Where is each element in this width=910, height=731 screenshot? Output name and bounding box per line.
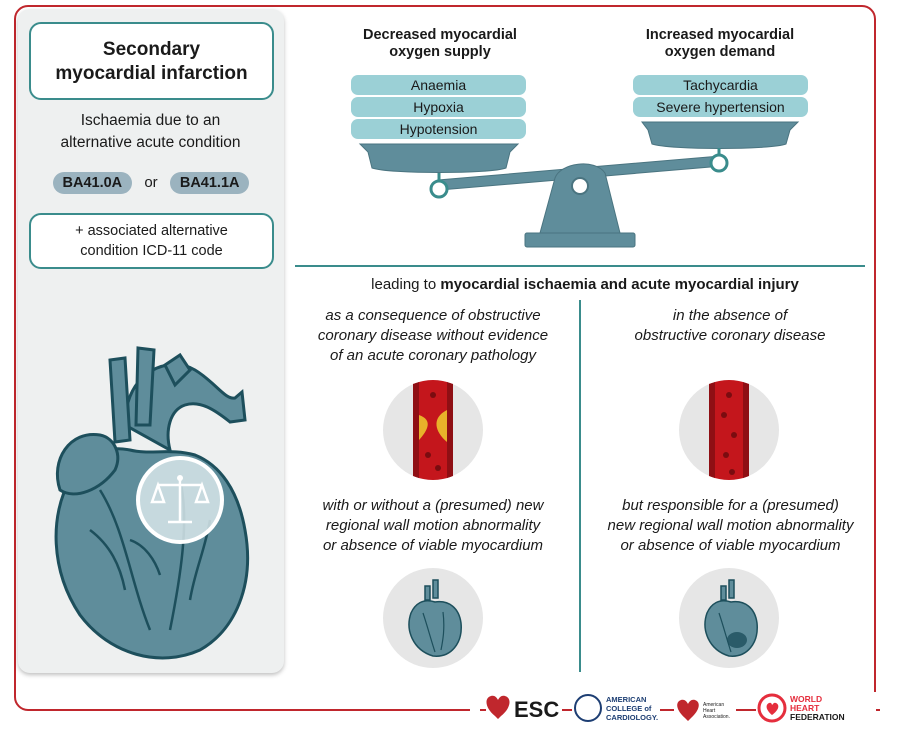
acc-line-3: CARDIOLOGY.	[606, 713, 658, 722]
non-obstructive-line-1: in the absence of	[672, 307, 788, 324]
aorta-arch	[123, 363, 247, 453]
assoc-line-1: + associated alternative	[75, 223, 228, 239]
code-row: BA41.0A or BA41.1A	[18, 172, 284, 194]
title-box: Secondary myocardial infarction	[29, 22, 274, 100]
non-obstructive-line-2: obstructive coronary disease	[634, 327, 826, 344]
obstructive-line-2: coronary disease without evidence	[317, 327, 549, 344]
vessel-small	[163, 352, 192, 388]
demand-item-tachycardia: Tachycardia	[633, 75, 808, 95]
wall-motion-text-right: but responsible for a (presumed) new reg…	[588, 496, 873, 556]
whf-line-1: WORLD	[790, 694, 822, 704]
obstructive-line-1: as a consequence of obstructive	[325, 307, 541, 324]
title-line-2: myocardial infarction	[55, 63, 248, 84]
code-badge-1: BA41.0A	[52, 172, 133, 194]
horizontal-divider	[295, 265, 865, 267]
subtitle: Ischaemia due to an alternative acute co…	[28, 110, 273, 154]
left-pan	[358, 143, 520, 173]
whf-line-2: HEART	[790, 703, 820, 713]
balance-scale	[358, 121, 800, 248]
heart-illustration	[54, 346, 250, 660]
balance-base	[524, 232, 636, 248]
associated-code-box: + associated alternative condition ICD-1…	[29, 213, 274, 269]
aha-line-3: Association.	[703, 714, 730, 720]
supply-item-anaemia: Anaemia	[351, 75, 526, 95]
aha-line-1: American	[703, 702, 724, 708]
wall-motion-right-line-2: new regional wall motion abnormality	[607, 517, 854, 534]
esc-logo: ESC	[514, 697, 559, 722]
demand-heading: Increased myocardial oxygen demand	[615, 27, 825, 61]
left-hinge-icon	[429, 179, 449, 199]
left-atrium	[55, 433, 120, 496]
scales-icon	[177, 475, 183, 481]
supply-heading-line-1: Decreased myocardial	[363, 27, 517, 43]
esc-heart-icon	[486, 695, 510, 719]
wall-motion-right-line-1: but responsible for a (presumed)	[622, 497, 839, 514]
or-label: or	[144, 174, 158, 191]
right-hinge-icon	[709, 153, 729, 173]
wall-motion-text-left: with or without a (presumed) new regiona…	[298, 496, 568, 556]
subtitle-line-1: Ischaemia due to an	[80, 112, 221, 129]
aha-heart-icon	[677, 699, 699, 721]
supply-item-hypotension: Hypotension	[351, 119, 526, 139]
subtitle-line-2: alternative acute condition	[60, 134, 241, 151]
vessel-left	[108, 356, 132, 444]
supply-heading-line-2: oxygen supply	[389, 44, 491, 60]
outer-frame	[14, 5, 876, 711]
obstructive-line-3: of an acute coronary pathology	[330, 347, 536, 364]
small-heart-left-icon	[383, 568, 483, 668]
logo-strip: ESC AMERICAN COLLEGE of CARDIOLOGY. Amer…	[480, 690, 880, 726]
leading-statement: leading to myocardial ischaemia and acut…	[295, 276, 875, 293]
aha-line-2: Heart	[703, 708, 716, 714]
leading-bold: myocardial ischaemia and acute myocardia…	[440, 276, 799, 293]
right-pan	[641, 121, 800, 149]
code-badge-2: BA41.1A	[169, 172, 250, 194]
pivot-icon	[571, 177, 589, 195]
supply-heading: Decreased myocardial oxygen supply	[335, 27, 545, 61]
wall-motion-left-line-1: with or without a (presumed) new	[322, 497, 544, 514]
whf-line-3: FEDERATION	[790, 712, 845, 722]
balance-stand	[539, 163, 621, 234]
acc-seal-icon	[574, 694, 602, 722]
demand-item-hypertension: Severe hypertension	[633, 97, 808, 117]
wall-motion-right-line-3: or absence of viable myocardium	[620, 537, 841, 554]
vessel-mid	[134, 346, 156, 427]
demand-heading-line-1: Increased myocardial	[645, 27, 795, 43]
acc-line-1: AMERICAN	[606, 695, 646, 704]
leading-prefix: leading to	[371, 276, 441, 293]
wall-motion-left-line-2: regional wall motion abnormality	[325, 517, 541, 534]
artery-plaque-icon	[383, 380, 483, 480]
wall-motion-left-line-3: or absence of viable myocardium	[322, 537, 544, 554]
obstructive-text: as a consequence of obstructive coronary…	[298, 306, 568, 366]
non-obstructive-text: in the absence of obstructive coronary d…	[590, 306, 870, 346]
acc-line-2: COLLEGE of	[606, 704, 652, 713]
small-heart-right-icon	[679, 568, 779, 668]
artery-clear-icon	[679, 380, 779, 480]
demand-heading-line-2: oxygen demand	[664, 44, 776, 60]
supply-item-hypoxia: Hypoxia	[351, 97, 526, 117]
vertical-divider	[579, 300, 581, 672]
title-line-1: Secondary	[102, 39, 201, 60]
assoc-line-2: condition ICD-11 code	[80, 243, 223, 259]
